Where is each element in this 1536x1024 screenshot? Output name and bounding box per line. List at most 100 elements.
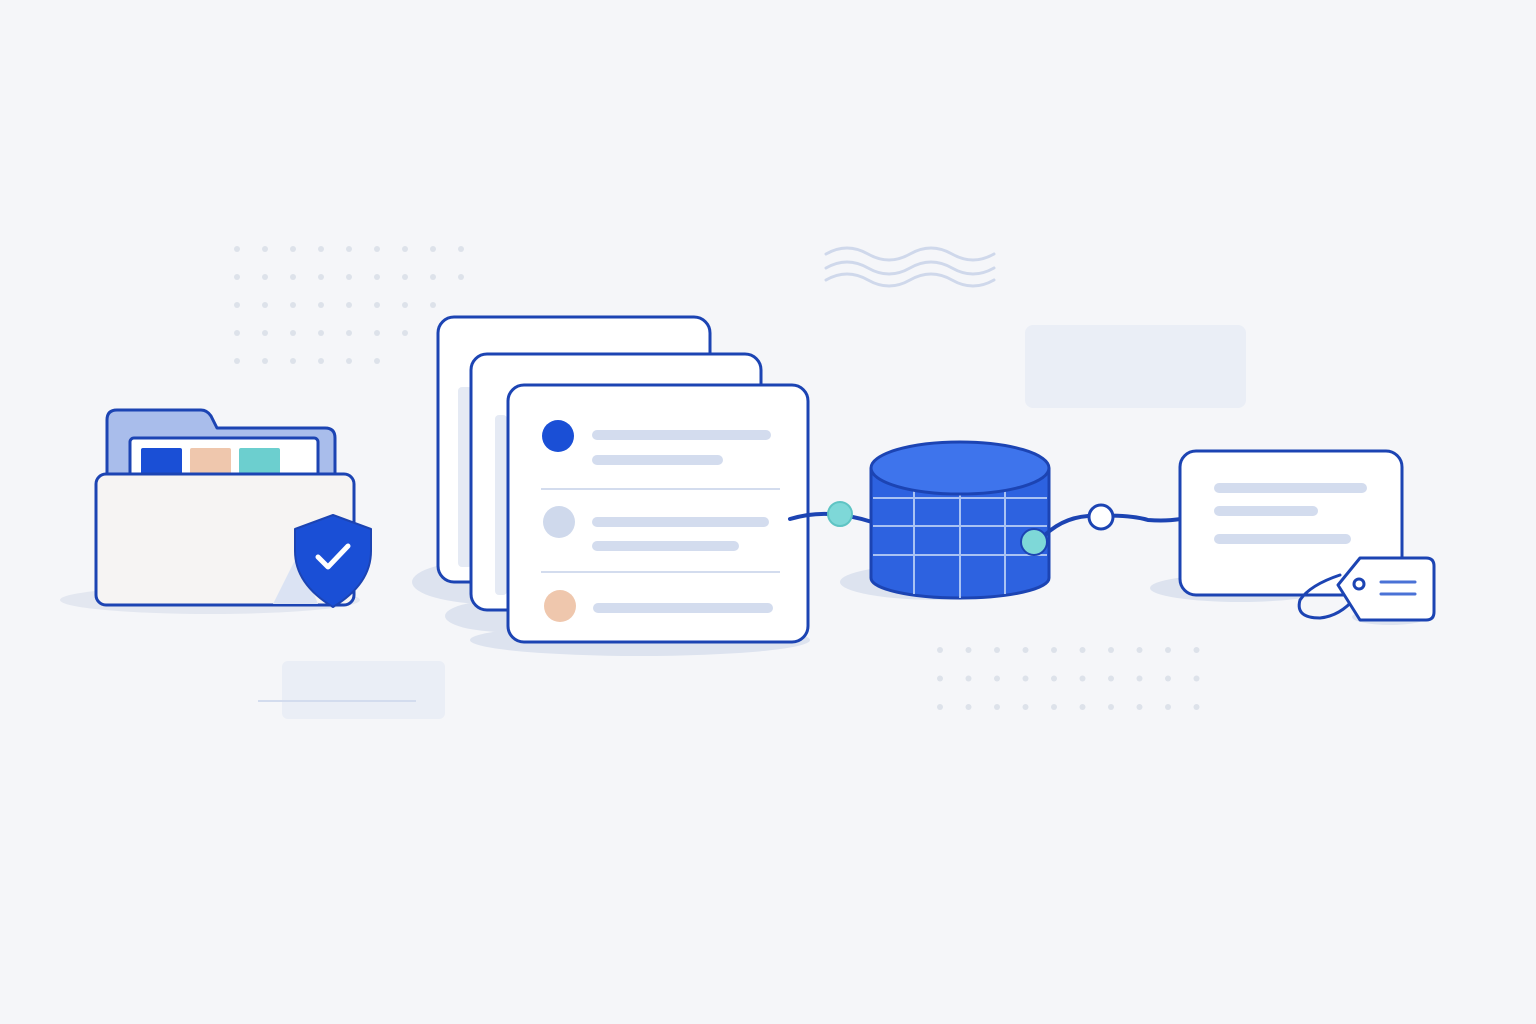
decorative-dot (346, 274, 352, 280)
decorative-dot (374, 358, 380, 364)
decorative-dot (937, 647, 943, 653)
document-back-shade (458, 387, 472, 567)
folder-tab-2 (190, 448, 231, 478)
decorative-dot (1193, 647, 1200, 653)
document-stack (412, 315, 810, 656)
decorative-dot (290, 302, 296, 308)
record-line (1214, 534, 1351, 544)
decorative-dot (290, 330, 296, 336)
decorative-dot (346, 358, 352, 364)
decorative-dot (318, 302, 324, 308)
decorative-dot (1193, 675, 1200, 682)
decorative-dot (1022, 647, 1029, 653)
decorative-dot (1079, 675, 1086, 682)
row-status-dot (542, 420, 574, 452)
decorative-dot (346, 330, 352, 336)
decorative-dot (1079, 647, 1086, 653)
decorative-dot-grid-left (234, 246, 464, 364)
decorative-dot (1165, 675, 1171, 682)
decorative-dot (994, 647, 1000, 653)
decorative-dot (374, 302, 380, 308)
folder-front-shade (273, 554, 318, 604)
decorative-dot (1079, 704, 1086, 710)
decorative-dot (458, 246, 464, 252)
folder-tab-3 (239, 448, 280, 478)
decorative-dot (430, 274, 436, 280)
decorative-dot (234, 246, 240, 252)
decorative-dot (1108, 675, 1114, 682)
decorative-dot (1022, 675, 1029, 682)
decorative-dot (1108, 647, 1114, 653)
decorative-dot (994, 704, 1000, 710)
decorative-dot (1051, 704, 1057, 710)
document-row-3 (544, 590, 773, 622)
decorative-dot (1108, 704, 1114, 710)
decorative-dot (262, 358, 268, 364)
decorative-dot (1193, 704, 1200, 710)
database-icon (840, 440, 1051, 600)
tag-icon (1297, 556, 1436, 625)
decorative-dot (318, 246, 324, 252)
decorative-dot (318, 274, 324, 280)
row-status-dot (543, 506, 575, 538)
tag-hole (1352, 577, 1366, 591)
decorative-dot (1051, 675, 1057, 682)
record-line (1214, 483, 1367, 493)
database-grid (873, 490, 1047, 598)
row-line (592, 455, 723, 465)
decorative-dot (234, 302, 240, 308)
decorative-dot (262, 274, 268, 280)
decorative-dot (965, 647, 972, 653)
decorative-block-top-right (1025, 325, 1246, 408)
decorative-dot (994, 675, 1000, 682)
decorative-dot (1165, 704, 1171, 710)
connector-docs-to-db (788, 501, 874, 527)
decorative-dot (965, 704, 972, 710)
row-line (592, 517, 769, 527)
decorative-dot (234, 274, 240, 280)
database-top (869, 440, 1051, 496)
document-middle-shade (495, 415, 507, 595)
decorative-dot (374, 274, 380, 280)
decorative-dot (290, 274, 296, 280)
decorative-dot (1136, 675, 1143, 682)
connector-node (1087, 503, 1115, 531)
tag-body (1336, 556, 1436, 622)
row-line (593, 603, 773, 613)
decorative-dot (1136, 647, 1143, 653)
decorative-dot (458, 274, 464, 280)
decorative-dot (1022, 704, 1029, 710)
decorative-dot (290, 358, 296, 364)
decorative-dot (374, 330, 380, 336)
tagged-record (1150, 449, 1436, 625)
decorative-dot (346, 302, 352, 308)
connector-db-to-record (1020, 503, 1198, 556)
decorative-dot (402, 246, 408, 252)
document-row-1 (542, 420, 771, 465)
decorative-dot (1051, 647, 1057, 653)
document-row-2 (543, 506, 769, 551)
decorative-dot (234, 330, 240, 336)
decorative-dot (937, 675, 943, 682)
decorative-dot (262, 246, 268, 252)
decorative-dot (965, 675, 972, 682)
decorative-dot (402, 274, 408, 280)
decorative-dot (290, 246, 296, 252)
decorative-dot (402, 302, 408, 308)
decorative-waves (824, 246, 996, 288)
decorative-dot (430, 302, 436, 308)
decorative-dot (430, 246, 436, 252)
shield-check-icon (294, 514, 372, 608)
decorative-dot (1165, 647, 1171, 653)
decorative-dot (262, 302, 268, 308)
decorative-dot (402, 330, 408, 336)
decorative-block-bottom-left (282, 661, 445, 719)
record-line (1214, 506, 1318, 516)
decorative-dot (937, 704, 943, 710)
decorative-dot (262, 330, 268, 336)
connector-node (1020, 528, 1048, 556)
row-line (592, 430, 771, 440)
folder-tab-1 (141, 448, 182, 478)
